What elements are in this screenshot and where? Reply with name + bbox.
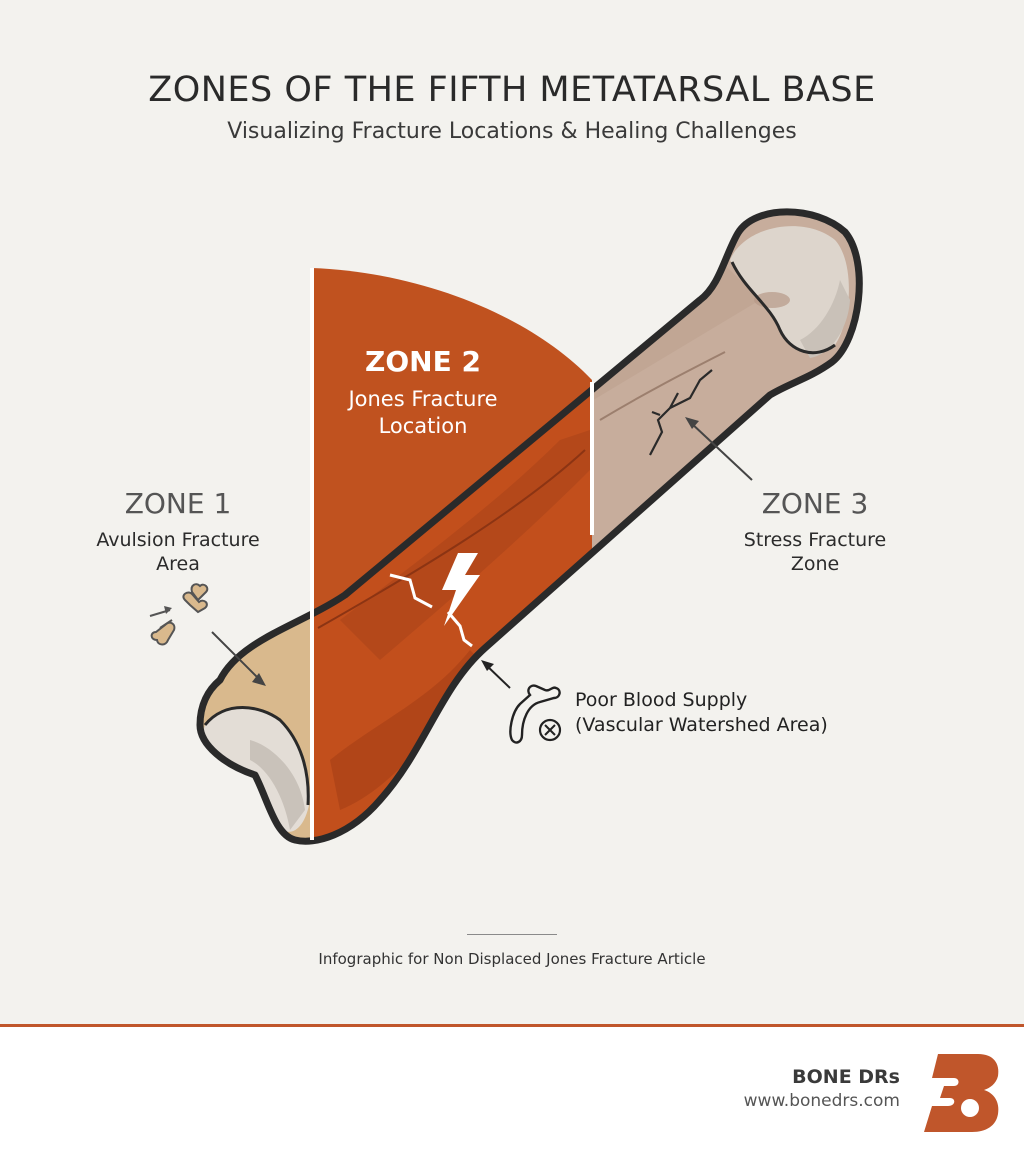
footer-divider <box>467 934 557 935</box>
zone1-description: Avulsion Fracture Area <box>96 529 260 575</box>
brand-accent-bar <box>0 1024 1024 1027</box>
jones-fracture-crack <box>389 573 473 648</box>
brand-url[interactable]: www.bonedrs.com <box>743 1091 900 1111</box>
blood-supply-line2: (Vascular Watershed Area) <box>575 714 828 737</box>
zone2-description: Jones Fracture Location <box>348 387 498 439</box>
stress-fracture-crack <box>649 369 713 456</box>
zone2-label: ZONE 2 Jones Fracture Location <box>318 345 528 441</box>
blocked-icon <box>538 718 562 742</box>
metatarsal-diagram <box>149 208 863 845</box>
brand-footer <box>0 1027 1024 1154</box>
page-title: ZONES OF THE FIFTH METATARSAL BASE <box>148 70 876 110</box>
zone1-title: ZONE 1 <box>124 487 232 520</box>
zone1-label: ZONE 1 Avulsion Fracture Area <box>90 486 266 577</box>
lightning-icon <box>442 553 480 626</box>
brand-logo-icon <box>924 1054 999 1132</box>
zone3-label: ZONE 3 Stress Fracture Zone <box>720 486 910 577</box>
zone3-description: Stress Fracture Zone <box>743 529 887 575</box>
bone-fragment-icon <box>149 583 209 646</box>
bone-outline <box>196 208 863 845</box>
page-subtitle: Visualizing Fracture Locations & Healing… <box>227 119 797 144</box>
metatarsal-head <box>730 226 849 353</box>
blood-supply-callout: Poor Blood Supply (Vascular Watershed Ar… <box>575 688 828 738</box>
zone3-arrow <box>689 421 753 481</box>
zone1-arrow <box>211 631 263 683</box>
zone2-title: ZONE 2 <box>365 345 481 378</box>
blood-supply-line1: Poor Blood Supply <box>575 689 748 711</box>
footer-caption: Infographic for Non Displaced Jones Frac… <box>318 950 706 968</box>
blood-vessel-icon <box>509 684 561 744</box>
brand-name: BONE DRs <box>792 1066 900 1088</box>
zone3-title: ZONE 3 <box>761 487 869 520</box>
